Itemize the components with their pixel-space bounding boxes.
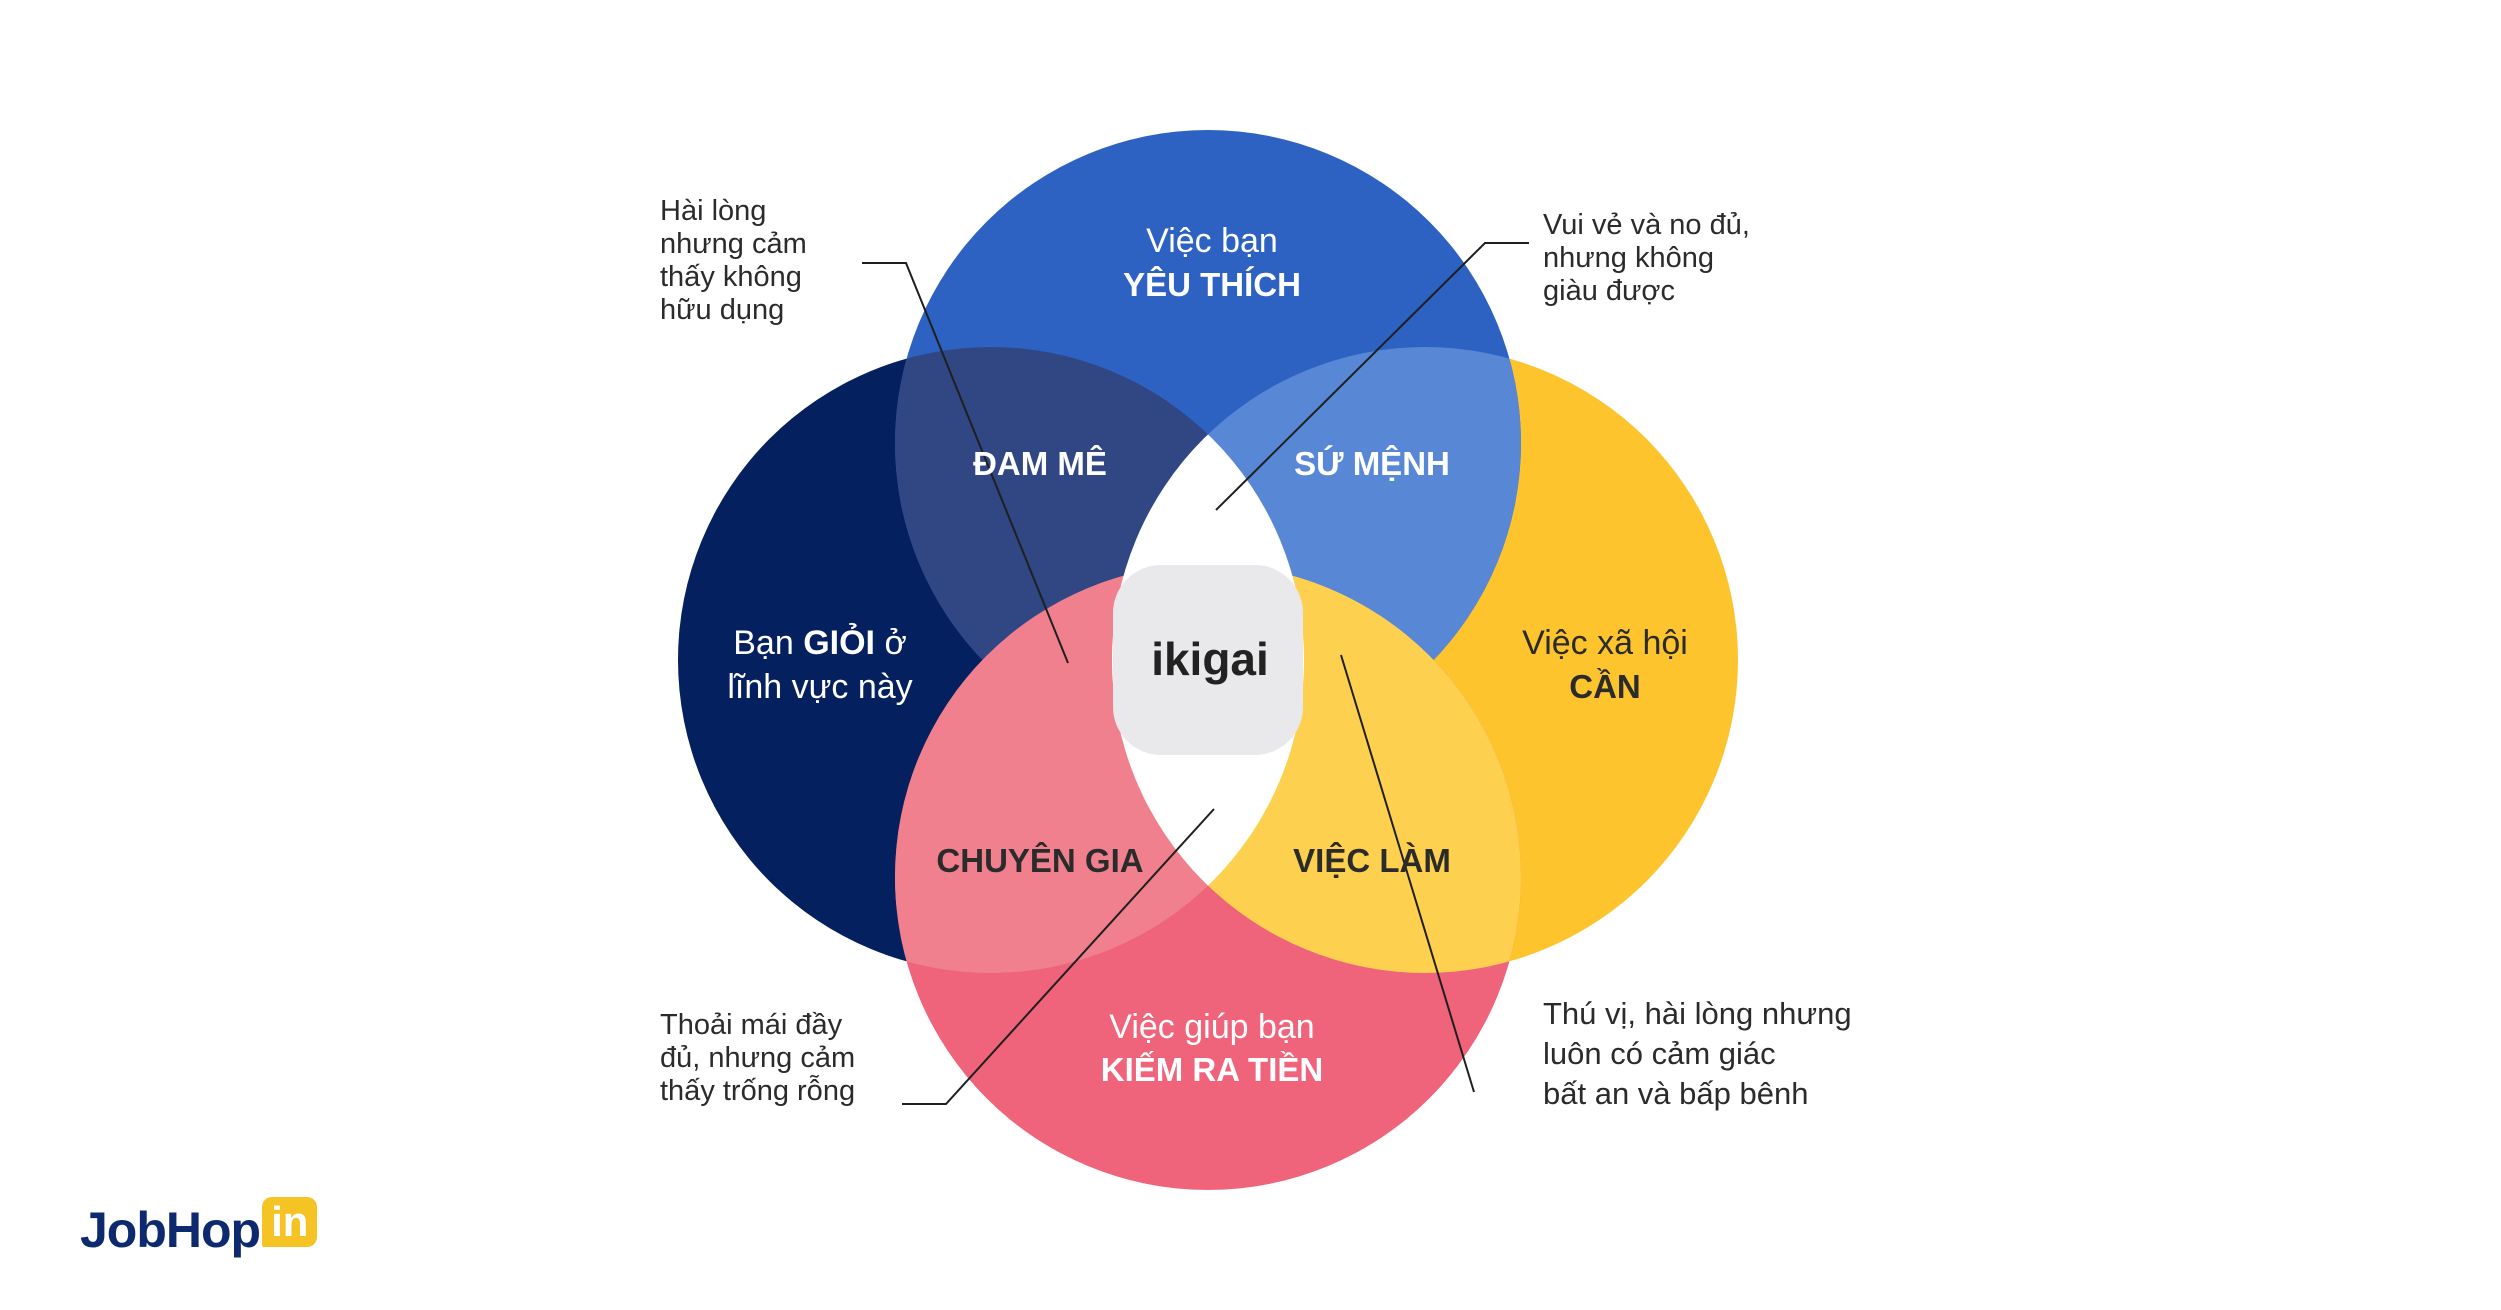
jobhop-logo: JobHop in bbox=[80, 1195, 318, 1265]
center-box bbox=[1113, 565, 1303, 755]
circle-right-label-line2: CẦN bbox=[1569, 668, 1641, 705]
overlap-top-left-label: ĐAM MÊ bbox=[973, 445, 1107, 482]
circle-bottom-label-line1: Việc giúp bạn bbox=[1109, 1008, 1314, 1046]
annotation-bottom-right-line: Thú vị, hài lòng nhưng bbox=[1543, 996, 1852, 1031]
annotation-bottom-left-line: Thoải mái đầy bbox=[660, 1009, 843, 1041]
annotation-top-right-line: nhưng không bbox=[1543, 242, 1714, 274]
circle-left-label-post: ở bbox=[875, 624, 907, 662]
leader-line-top-left bbox=[862, 262, 1069, 664]
annotation-top-right: Vui vẻ và no đủ, nhưng không giàu được bbox=[1543, 209, 1758, 307]
circle-left-label-line2: lĩnh vực này bbox=[727, 668, 912, 706]
annotation-bottom-left: Thoải mái đầy đủ, nhưng cảm thấy trống r… bbox=[660, 1009, 863, 1107]
circle-left-label-bold: GIỎI bbox=[803, 624, 875, 662]
overlap-bottom-left-label: CHUYÊN GIA bbox=[936, 842, 1143, 879]
annotation-bottom-left-line: đủ, nhưng cảm bbox=[660, 1042, 855, 1074]
circle-top-label-line1: Việc bạn bbox=[1146, 222, 1278, 260]
circle-left-label-pre: Bạn bbox=[733, 624, 803, 662]
annotation-top-left-line: Hài lòng bbox=[660, 195, 766, 227]
annotation-top-right-line: giàu được bbox=[1543, 275, 1675, 307]
leader-line-bottom-right bbox=[1340, 654, 1475, 1093]
leader-line-bottom-left bbox=[902, 808, 1215, 1105]
circle-right-label-line1: Việc xã hội bbox=[1522, 624, 1688, 662]
annotation-bottom-left-line: thấy trống rỗng bbox=[660, 1074, 855, 1107]
annotation-bottom-right-line: luôn có cảm giác bbox=[1543, 1036, 1776, 1071]
overlap-bottom-left bbox=[895, 564, 1304, 973]
circle-bottom-label-line2: KIẾM RA TIỀN bbox=[1101, 1051, 1323, 1088]
overlap-top-right-label: SỨ MỆNH bbox=[1294, 445, 1450, 482]
annotation-bottom-right: Thú vị, hài lòng nhưng luôn có cảm giác … bbox=[1543, 996, 1860, 1111]
annotation-bottom-right-line: bất an và bấp bênh bbox=[1543, 1076, 1808, 1111]
annotation-top-left-line: hữu dụng bbox=[660, 294, 784, 326]
circle-top-label-line2: YÊU THÍCH bbox=[1123, 266, 1301, 303]
annotation-top-left-line: thấy không bbox=[660, 261, 802, 293]
overlap-bottom-right-label: VIỆC LÀM bbox=[1293, 842, 1451, 879]
leader-line-top-right bbox=[1215, 242, 1529, 511]
annotation-top-left-line: nhưng cảm bbox=[660, 228, 807, 260]
annotation-top-left: Hài lòng nhưng cảm thấy không hữu dụng bbox=[660, 195, 815, 326]
logo-badge: in bbox=[262, 1197, 318, 1247]
overlap-bottom-right bbox=[1112, 564, 1521, 973]
annotation-top-right-line: Vui vẻ và no đủ, bbox=[1543, 209, 1750, 241]
logo-wordmark: JobHop bbox=[80, 1202, 261, 1258]
center-label: ikigai bbox=[1151, 633, 1269, 685]
circle-left-label-line1: Bạn GIỎI ở bbox=[733, 624, 907, 662]
